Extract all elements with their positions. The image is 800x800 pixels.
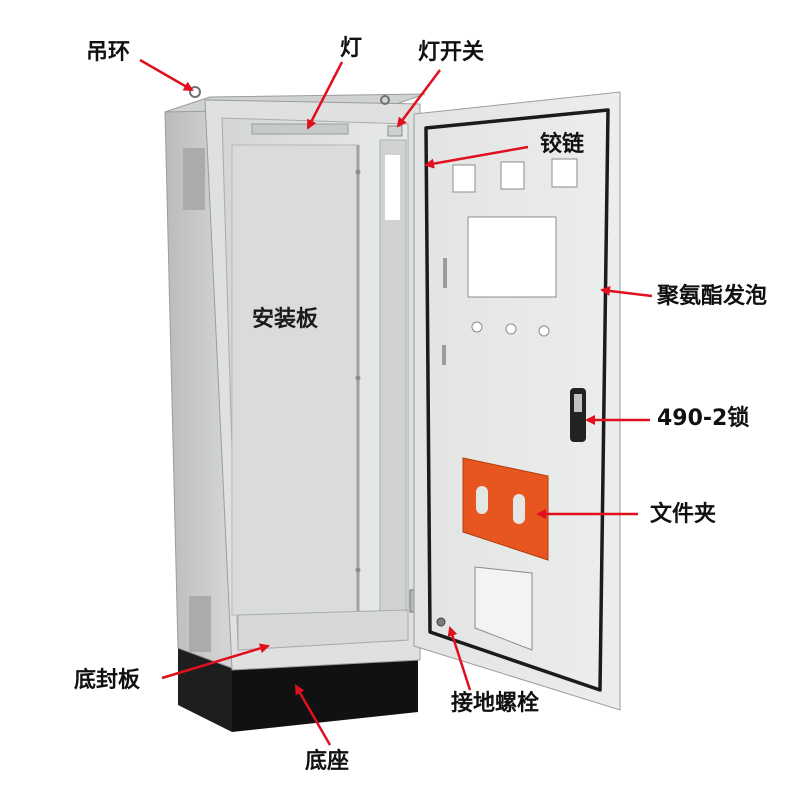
arrow-base — [294, 684, 332, 746]
door-cutout-1 — [452, 164, 476, 193]
arrow-hinge — [424, 145, 529, 169]
door-key-slot — [443, 258, 447, 288]
door-vent-cutout — [474, 566, 533, 651]
file-holder-slot-2 — [513, 494, 525, 524]
door-cutout-large — [467, 216, 557, 298]
lamp-switch — [387, 125, 403, 137]
label-hinge: 铰链 — [540, 132, 585, 157]
label-file-holder: 文件夹 — [650, 502, 717, 527]
inner-upright — [379, 139, 407, 631]
arrow-ground-bolt — [447, 626, 472, 691]
label-bottom-plate: 底封板 — [74, 668, 141, 693]
arrow-bottom-plate — [161, 643, 270, 680]
label-hoist-ring: 吊环 — [86, 40, 131, 65]
arrow-hoist-ring — [139, 58, 194, 92]
lamp-bar — [251, 123, 349, 135]
ground-bolt — [436, 617, 446, 627]
label-lock: 490-2锁 — [657, 406, 750, 431]
label-lamp: 灯 — [340, 36, 363, 61]
cabinet-door — [413, 91, 621, 711]
callout-arrows — [139, 58, 653, 746]
label-lamp-switch: 灯开关 — [418, 40, 485, 65]
arrow-lamp — [306, 61, 344, 130]
file-holder-slot-1 — [476, 486, 488, 514]
door-hole-1 — [471, 321, 483, 333]
label-mounting-plate: 安装板 — [252, 307, 319, 332]
label-foam-seal: 聚氨酯发泡 — [657, 284, 768, 309]
hoist-ring-left — [189, 86, 201, 98]
door-foam-gasket — [424, 108, 610, 692]
label-base: 底座 — [305, 749, 350, 774]
door-cutout-2 — [500, 161, 525, 190]
side-vent-top — [183, 148, 205, 210]
door-hole-3 — [538, 325, 550, 337]
arrow-foam — [600, 285, 653, 298]
hoist-ring-right — [380, 95, 390, 105]
side-vent-bottom — [189, 596, 211, 652]
upright-cutout — [385, 155, 400, 220]
label-ground-bolt: 接地螺栓 — [451, 691, 540, 716]
arrow-lamp-switch — [396, 69, 441, 128]
door-hole-2 — [505, 323, 517, 335]
file-holder — [462, 457, 549, 561]
door-lock-handle — [574, 394, 582, 412]
bottom-plate — [237, 609, 409, 651]
mounting-plate — [231, 144, 359, 616]
door-cutout-3 — [551, 158, 578, 188]
door-key-slot-2 — [442, 345, 446, 365]
